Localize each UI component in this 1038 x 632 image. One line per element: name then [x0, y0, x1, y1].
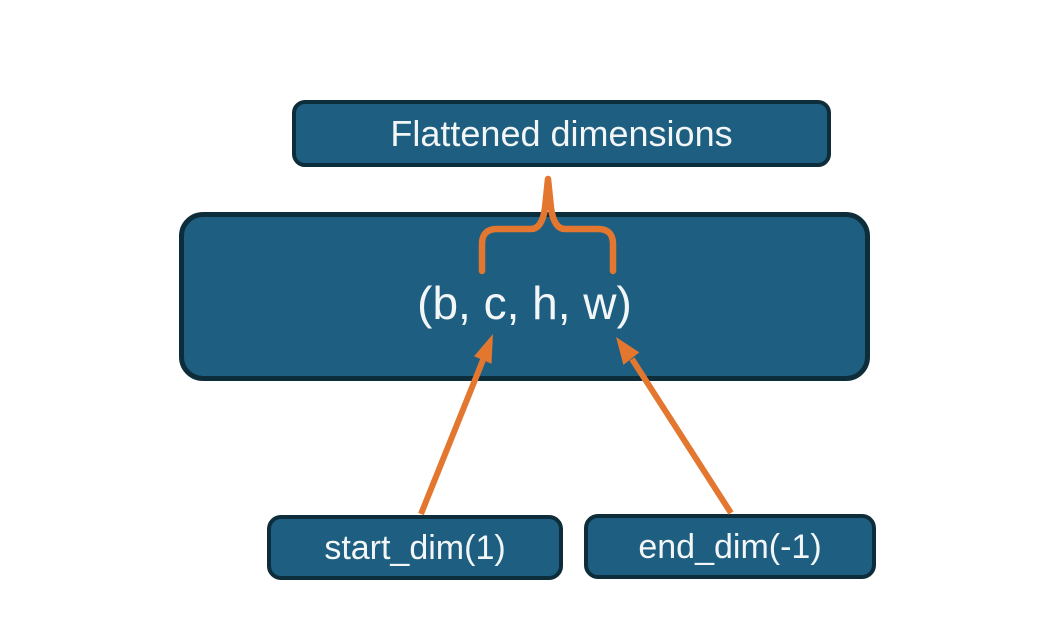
- end-dim-node: end_dim(-1): [584, 514, 876, 579]
- end-dim-label: end_dim(-1): [638, 527, 822, 566]
- tensor-shape-node: (b, c, h, w): [179, 212, 870, 381]
- flattened-dimensions-label: Flattened dimensions: [390, 112, 733, 154]
- start-dim-node: start_dim(1): [267, 515, 563, 580]
- start-dim-label: start_dim(1): [324, 528, 506, 567]
- flattened-dimensions-node: Flattened dimensions: [292, 100, 831, 167]
- tensor-shape-label: (b, c, h, w): [417, 276, 632, 329]
